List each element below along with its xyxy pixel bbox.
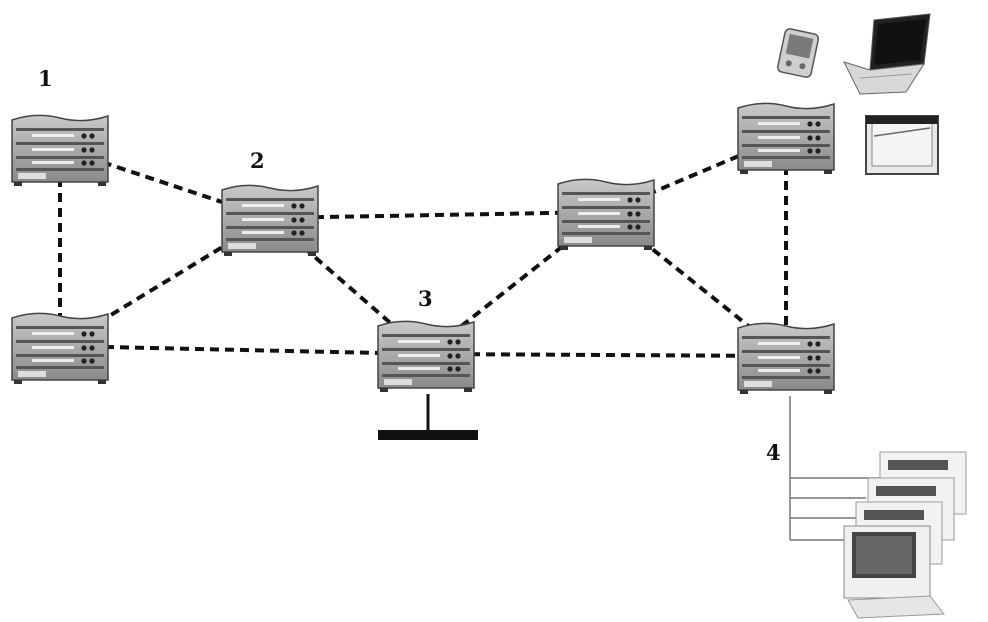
laptop-icon <box>843 13 931 95</box>
lan-bus-icon <box>378 394 478 440</box>
pda-icon <box>777 28 820 78</box>
network-link <box>269 210 607 220</box>
router-icon <box>377 320 475 393</box>
routers <box>11 102 835 395</box>
computer-workstations-icon <box>843 451 967 619</box>
router-icon <box>737 102 835 175</box>
node-label-3: 3 <box>418 286 433 311</box>
node-label-2: 2 <box>250 148 265 173</box>
router-icon <box>557 178 655 251</box>
node-label-1: 1 <box>38 66 53 91</box>
network-link <box>425 352 787 358</box>
lan-fanout <box>789 396 880 541</box>
router-icon <box>221 184 319 257</box>
node-label-4: 4 <box>766 440 781 465</box>
tablet-icon <box>865 115 939 175</box>
router-icon <box>737 322 835 395</box>
network-link <box>59 344 427 356</box>
router-icon <box>11 114 109 187</box>
network-link <box>58 216 272 348</box>
router-icon <box>11 312 109 385</box>
